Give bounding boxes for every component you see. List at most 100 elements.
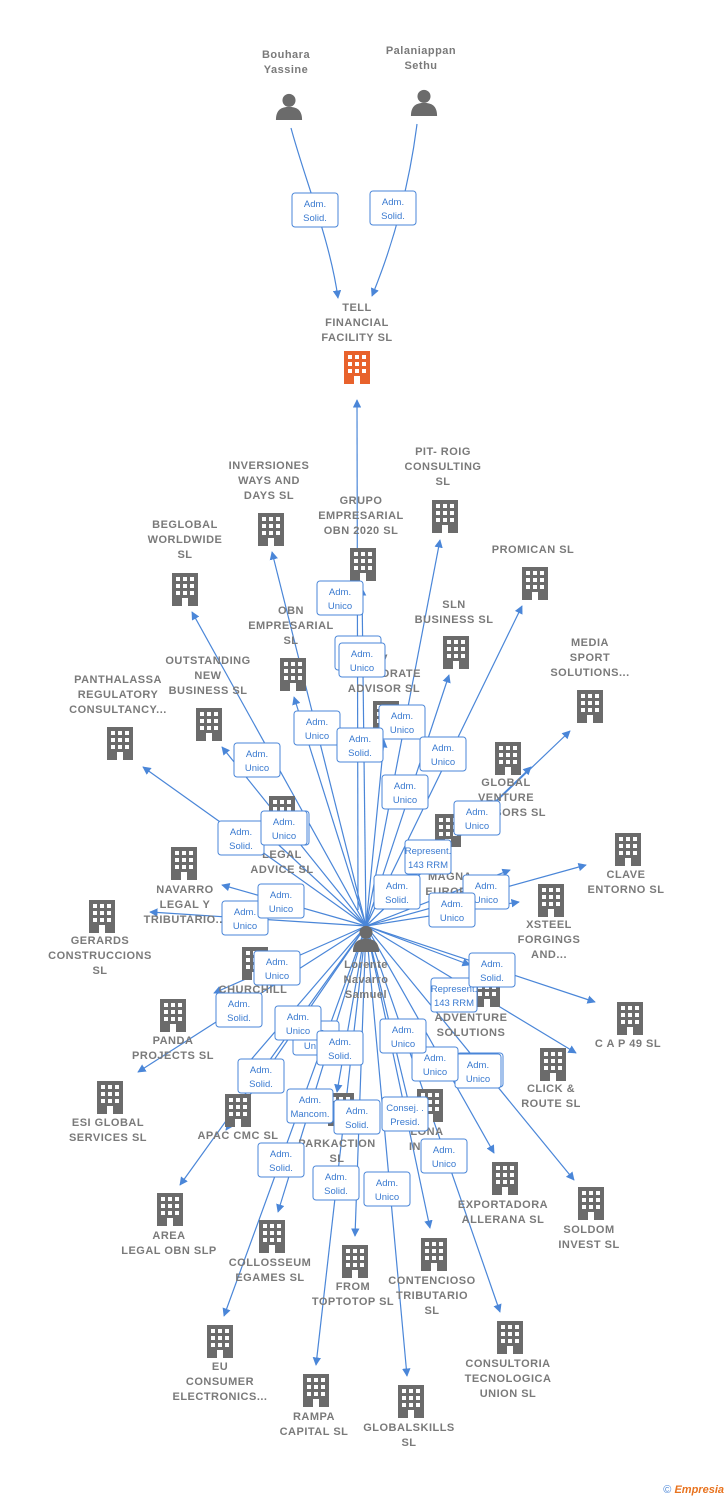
person-icon[interactable] [410, 89, 438, 116]
label-line: CONSULTING [405, 461, 482, 473]
building-icon[interactable] [538, 884, 564, 917]
label-line: BUSINESS SL [415, 614, 494, 626]
building-icon[interactable] [398, 1385, 424, 1418]
building-icon[interactable] [617, 1002, 643, 1035]
label-line: NAVARRO [156, 884, 213, 896]
person-icon[interactable] [275, 93, 303, 120]
label-line: Palaniappan [386, 45, 456, 57]
company-name: ADVENTURE SOLUTIONS [435, 1012, 508, 1039]
label-line: EXPORTADORA [458, 1199, 548, 1211]
building-icon[interactable] [280, 658, 306, 691]
label-line: SPORT [570, 652, 610, 664]
label-line: COLLOSSEUM [229, 1257, 312, 1269]
main-company-building-icon[interactable] [344, 351, 370, 384]
building-icon[interactable] [303, 1374, 329, 1407]
label-line: SL [329, 1153, 344, 1165]
badge-box [379, 1018, 427, 1054]
label-line: NEW [194, 670, 221, 682]
label-line: SLN [442, 599, 466, 611]
role-text: Unico [328, 601, 352, 612]
building-icon[interactable] [157, 1193, 183, 1226]
badge-box [419, 736, 467, 772]
label-line: RAMPA [293, 1411, 335, 1423]
building-icon[interactable] [196, 708, 222, 741]
building-icon[interactable] [342, 1245, 368, 1278]
building-icon[interactable] [495, 742, 521, 775]
badge-box [468, 952, 516, 988]
building-icon[interactable] [97, 1081, 123, 1114]
building-icon[interactable] [171, 847, 197, 880]
label-line: AND... [531, 949, 567, 961]
role-badge: Adm.Unico [419, 736, 467, 772]
badge-box [420, 1138, 468, 1174]
role-badge: Adm.Solid. [316, 1030, 364, 1066]
role-text: Adm. [349, 734, 371, 745]
role-text: Adm. [299, 1095, 321, 1106]
building-icon[interactable] [259, 1220, 285, 1253]
role-text: Represent. [431, 984, 477, 995]
label-line: APAC CMC SL [197, 1130, 278, 1142]
label-line: FROM [336, 1281, 370, 1293]
role-badge: Adm.Unico [363, 1171, 411, 1207]
edge-company [312, 925, 367, 1366]
role-badge: Adm.Unico [420, 1138, 468, 1174]
role-text: Adm. [382, 197, 404, 208]
building-icon[interactable] [443, 636, 469, 669]
badge-box [316, 580, 364, 616]
label-line: CLAVE [607, 869, 646, 881]
badge-box [215, 992, 263, 1028]
badge-box [333, 1099, 381, 1135]
role-text: Unico [269, 904, 293, 915]
label-line: CONSUMER [186, 1376, 254, 1388]
building-icon[interactable] [432, 500, 458, 533]
label-line: LEGAL Y [160, 899, 211, 911]
role-text: Unico [431, 757, 455, 768]
role-text: Solid. [381, 211, 405, 222]
role-text: Adm. [270, 1149, 292, 1160]
building-icon[interactable] [540, 1048, 566, 1081]
label-line: SOLUTIONS [437, 1027, 506, 1039]
footer-brand[interactable]: © Empresia [663, 1484, 724, 1496]
building-icon[interactable] [258, 513, 284, 546]
building-icon[interactable] [492, 1162, 518, 1195]
building-icon[interactable] [225, 1094, 251, 1127]
badge-box [381, 1096, 429, 1132]
building-icon[interactable] [522, 567, 548, 600]
building-icon[interactable] [421, 1238, 447, 1271]
building-icon[interactable] [615, 833, 641, 866]
label-line: ADVENTURE [435, 1012, 508, 1024]
role-badge: Adm.Solid. [312, 1165, 360, 1201]
building-icon[interactable] [89, 900, 115, 933]
label-line: GLOBAL [481, 777, 530, 789]
building-icon[interactable] [172, 573, 198, 606]
label-line: DAYS SL [244, 490, 294, 502]
building-icon[interactable] [578, 1187, 604, 1220]
label-line: GLOBALSKILLS [363, 1422, 455, 1434]
label-line: Sethu [404, 60, 437, 72]
role-text: Unico [393, 795, 417, 806]
badge-box [257, 1142, 305, 1178]
badge-box [316, 1030, 364, 1066]
badge-box [428, 892, 476, 928]
building-icon[interactable] [160, 999, 186, 1032]
building-icon[interactable] [350, 548, 376, 581]
label-line: SL [92, 965, 107, 977]
building-icon[interactable] [497, 1321, 523, 1354]
label-line: ADVICE SL [250, 864, 313, 876]
building-icon[interactable] [577, 690, 603, 723]
role-text: Unico [272, 831, 296, 842]
edge-company [242, 925, 367, 1070]
label-line: BUSINESS SL [169, 685, 248, 697]
label-line: ESI GLOBAL [72, 1117, 144, 1129]
role-badge: Adm.Unico [411, 1046, 459, 1082]
building-icon[interactable] [107, 727, 133, 760]
building-icon[interactable] [207, 1325, 233, 1358]
